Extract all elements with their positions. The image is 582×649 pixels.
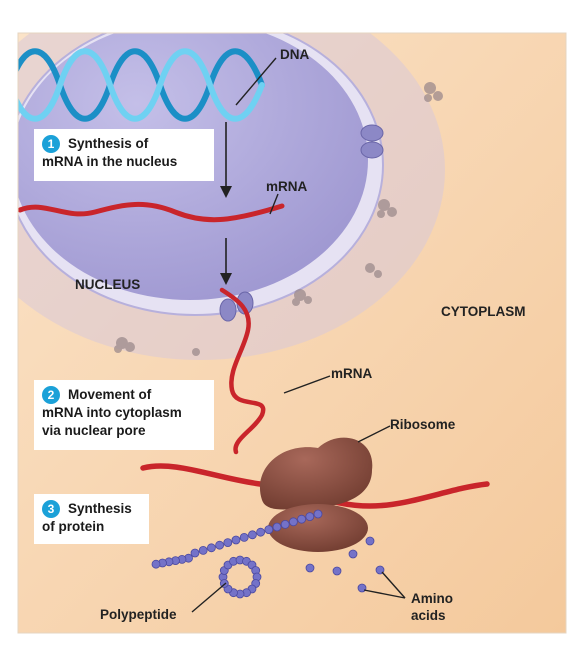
step-3-line-2: of protein — [42, 519, 105, 534]
step-2-box: 2 Movement of mRNA into cytoplasm via nu… — [34, 380, 214, 450]
polypeptide-chain — [151, 509, 323, 599]
arrow-mrna-to-pore — [220, 238, 232, 285]
label-mrna-nucleus: mRNA — [266, 179, 308, 194]
polypeptide-bead — [247, 530, 257, 540]
ribosome — [259, 437, 373, 552]
step-2-line-2: mRNA into cytoplasm — [42, 405, 182, 420]
mrna-strand-nucleus — [18, 202, 285, 223]
arrow-dna-to-mrna — [220, 122, 232, 198]
step-2-badge: 2 — [42, 386, 60, 404]
label-amino-acids: Amino acids — [411, 591, 453, 623]
step-1-badge: 1 — [42, 135, 60, 153]
polypeptide-bead — [151, 559, 161, 569]
polypeptide-bead — [272, 522, 282, 532]
polypeptide-bead — [288, 517, 298, 527]
polypeptide-bead — [280, 520, 290, 529]
label-polypeptide: Polypeptide — [100, 607, 177, 622]
polypeptide-bead — [305, 512, 315, 521]
step-1-line-1: Synthesis of — [68, 136, 149, 151]
step-3-box: 3 Synthesis of protein — [34, 494, 149, 544]
polypeptide-bead — [264, 525, 274, 534]
dna-helix — [18, 48, 265, 122]
label-ribosome: Ribosome — [390, 417, 456, 432]
label-dna: DNA — [280, 47, 310, 62]
polypeptide-bead — [256, 527, 266, 537]
envelope-granules — [114, 82, 443, 356]
step-2-line-3: via nuclear pore — [42, 423, 146, 438]
step-2-line-1: Movement of — [68, 387, 152, 402]
polypeptide-bead — [223, 538, 233, 547]
polypeptide-bead — [198, 546, 208, 555]
nuclear-pore-top — [360, 124, 384, 159]
step-1-line-2: mRNA in the nucleus — [42, 154, 178, 169]
polypeptide-bead — [297, 514, 307, 524]
polypeptide-bead — [239, 533, 249, 542]
polypeptide-bead — [215, 540, 225, 550]
leader-lines — [191, 57, 406, 613]
polypeptide-bead — [231, 535, 241, 545]
figure-frame — [17, 32, 567, 634]
label-mrna-cytoplasm: mRNA — [331, 366, 373, 381]
label-nucleus: NUCLEUS — [75, 277, 141, 292]
polypeptide-bead — [206, 543, 216, 553]
polypeptide-bead — [313, 509, 323, 519]
free-amino-acids — [305, 536, 385, 593]
polypeptide-bead — [190, 548, 200, 558]
mrna-ribbon-cytoplasm — [219, 287, 266, 455]
step-3-badge: 3 — [42, 500, 60, 518]
step-3-line-1: Synthesis — [68, 501, 132, 516]
label-cytoplasm: CYTOPLASM — [441, 304, 526, 319]
step-1-box: 1 Synthesis of mRNA in the nucleus — [34, 129, 214, 181]
